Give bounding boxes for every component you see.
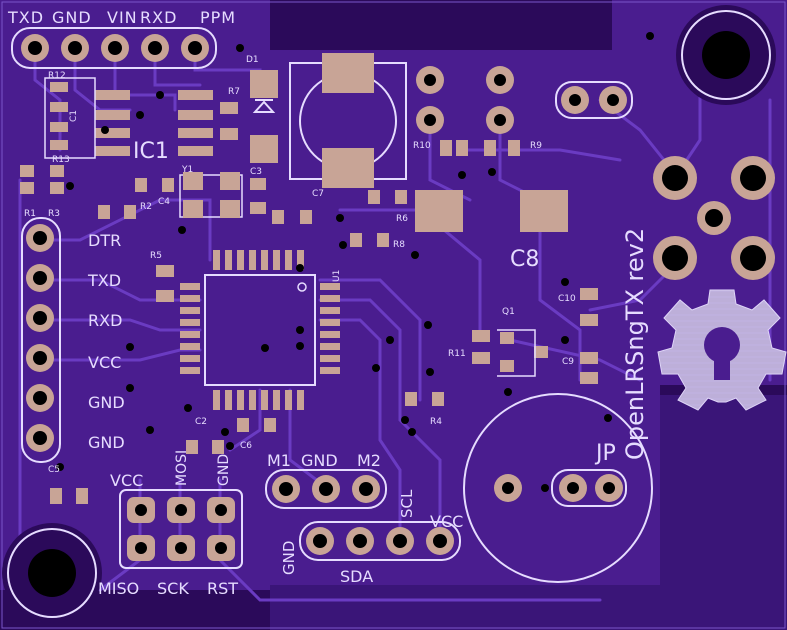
ref-c1: C1	[69, 110, 79, 122]
d1-diode	[250, 70, 278, 163]
header-top-label-gnd: GND	[52, 8, 92, 27]
vias	[56, 32, 654, 492]
ref-c6: C6	[240, 441, 252, 451]
header-top-label-vin: VIN	[107, 8, 138, 27]
ref-u1: U1	[332, 270, 342, 282]
isp-header[interactable]	[119, 489, 243, 569]
i2c-label-scl: SCL	[398, 489, 416, 518]
ref-c5: C5	[48, 465, 60, 475]
isp-label-mosi: MOSI	[174, 450, 190, 486]
jp-label: JP	[594, 441, 616, 466]
u1-mcu	[180, 250, 340, 410]
isp-label-sck: SCK	[157, 579, 189, 598]
open-hardware-gear-icon	[657, 289, 787, 411]
c7-component	[289, 53, 407, 188]
ref-c2: C2	[195, 417, 207, 427]
ref-d1: D1	[246, 55, 259, 65]
motor-header[interactable]	[265, 469, 387, 509]
header-top-label-rxd: RXD	[140, 8, 177, 27]
thru-hole-pads[interactable]	[416, 66, 633, 134]
ref-y1: Y1	[181, 165, 193, 175]
ref-r7: R7	[228, 87, 240, 97]
ref-r3: R3	[48, 209, 60, 219]
ref-c4: C4	[158, 197, 170, 207]
isp-label-rst: RST	[207, 579, 238, 598]
ref-r10: R10	[413, 141, 431, 151]
ic1-package	[44, 77, 213, 159]
ref-c10: C10	[558, 294, 576, 304]
rf-connector[interactable]	[653, 156, 775, 280]
i2c-label-gnd: GND	[280, 541, 298, 575]
motor-label-m2: M2	[357, 451, 381, 470]
ref-r8: R8	[393, 240, 405, 250]
header-top-label-ppm: PPM	[200, 8, 236, 27]
header-left[interactable]	[21, 217, 61, 463]
isp-label-gnd: GND	[216, 454, 232, 486]
header-left-label-gnd-1: GND	[88, 393, 125, 412]
header-top[interactable]	[11, 27, 217, 69]
r6-pad	[415, 190, 463, 232]
i2c-label-sda: SDA	[340, 567, 373, 586]
ref-q1: Q1	[502, 307, 515, 317]
motor-label-gnd: GND	[301, 451, 338, 470]
mounting-holes	[2, 5, 776, 623]
header-left-label-gnd-2: GND	[88, 433, 125, 452]
isp-label-miso: MISO	[98, 579, 139, 598]
ref-c9: C9	[562, 357, 574, 367]
c8-label: C8	[510, 247, 539, 272]
ref-r2: R2	[140, 202, 152, 212]
ref-r5: R5	[150, 251, 162, 261]
header-left-label-rxd: RXD	[88, 311, 122, 330]
header-left-label-dtr: DTR	[88, 231, 121, 250]
jp-outline	[463, 393, 653, 583]
header-left-label-vcc: VCC	[88, 353, 121, 372]
board-title: OpenLRSngTX rev2	[621, 228, 649, 460]
i2c-label-vcc: VCC	[430, 512, 463, 531]
ref-r4: R4	[430, 417, 442, 427]
i2c-header[interactable]	[299, 521, 461, 561]
q1-outline	[497, 329, 536, 377]
motor-label-m1: M1	[267, 451, 291, 470]
y1-crystal	[179, 172, 243, 218]
header-left-label-txd: TXD	[87, 271, 121, 290]
ref-r9: R9	[530, 141, 542, 151]
smd-components	[20, 102, 598, 504]
ref-r11: R11	[448, 349, 466, 359]
header-top-label-txd: TXD	[7, 8, 44, 27]
isp-label-vcc: VCC	[110, 471, 143, 490]
ref-r13: R13	[52, 155, 70, 165]
ref-r12: R12	[48, 71, 66, 81]
c8-pad	[520, 190, 568, 232]
ic1-label: IC1	[133, 139, 169, 164]
ref-c3: C3	[250, 167, 262, 177]
ref-r6: R6	[396, 214, 408, 224]
ref-r1: R1	[24, 209, 36, 219]
ref-c7: C7	[312, 189, 324, 199]
jp-pads[interactable]	[494, 474, 623, 502]
